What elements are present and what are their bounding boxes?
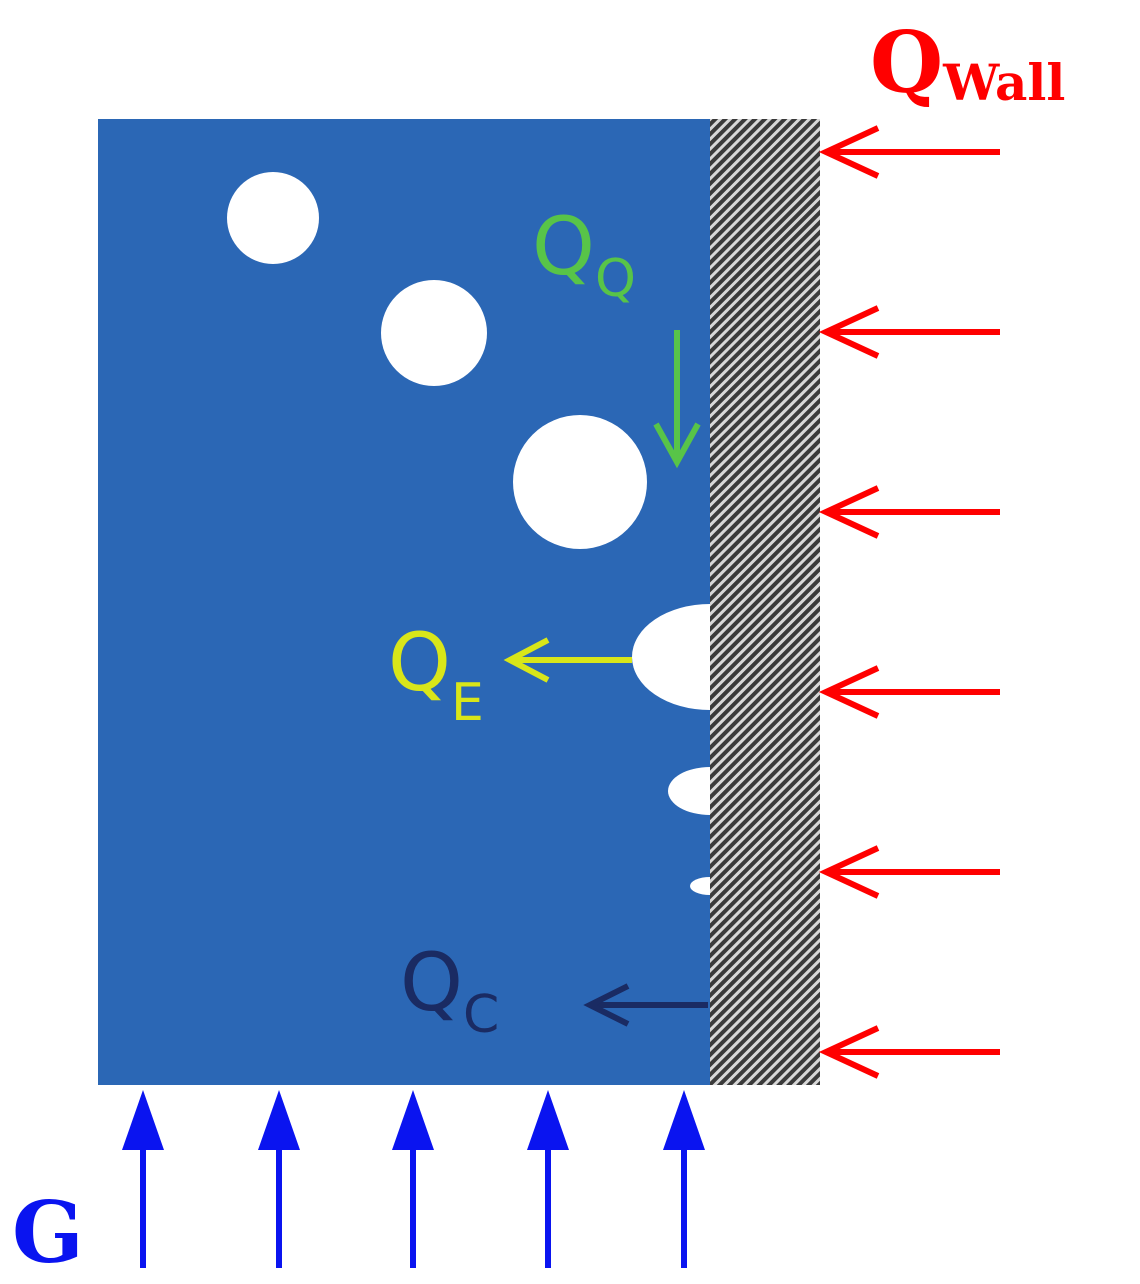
bubble [227,172,319,264]
attached-bubble [668,767,710,815]
heated-wall [710,119,820,1085]
attached-bubble [632,604,710,710]
arrow-up-icon [392,1090,434,1268]
arrow-down-icon [653,330,701,469]
arrow-left-icon [818,305,1000,359]
arrow-left-icon [818,1025,1000,1079]
bubble [381,280,487,386]
q-quench-label: QQ [532,200,636,309]
arrow-up-icon [122,1090,164,1268]
flow-arrows [122,1090,705,1268]
arrow-up-icon [527,1090,569,1268]
arrow-left-icon [503,637,632,683]
g-label: G [12,1183,84,1282]
wall-heat-arrows [818,125,1000,1079]
attached-bubble [690,877,710,895]
q-evaporation-label: QE [388,616,484,733]
arrow-left-icon [818,665,1000,719]
arrow-up-icon [258,1090,300,1268]
q-convection-label: QC [400,936,499,1045]
arrow-left-icon [818,485,1000,539]
arrow-left-icon [818,125,1000,179]
arrow-left-icon [583,983,708,1027]
liquid-region [98,119,710,1085]
arrow-left-icon [818,845,1000,899]
q-wall-label: QWall [870,13,1065,112]
arrow-up-icon [663,1090,705,1268]
bubbles [227,172,710,895]
bubble [513,415,647,549]
